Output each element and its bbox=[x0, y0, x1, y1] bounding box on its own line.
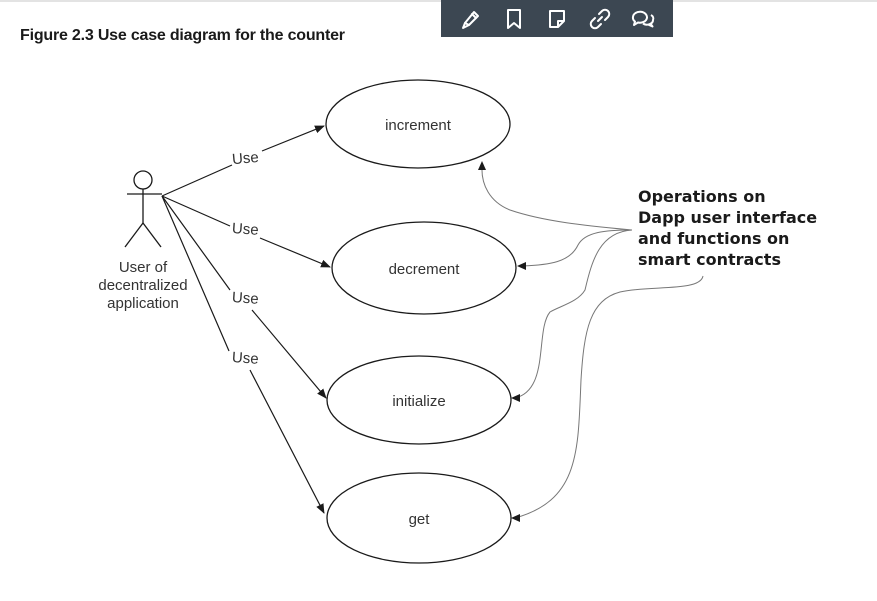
use-case-decrement-label: decrement bbox=[389, 261, 461, 278]
link-button[interactable] bbox=[585, 4, 615, 34]
note-icon bbox=[548, 9, 565, 28]
use-case-decrement: decrement bbox=[331, 221, 517, 315]
use-case-decrement-shape bbox=[331, 221, 517, 315]
highlighter-icon bbox=[461, 10, 479, 29]
association-label-increment: Use bbox=[231, 149, 259, 168]
use-case-get: get bbox=[326, 472, 512, 564]
use-case-initialize-shape bbox=[326, 355, 512, 445]
callout-curve-get bbox=[514, 275, 704, 519]
annotation-note: Operations on Dapp user interface and fu… bbox=[638, 187, 817, 269]
note-button[interactable] bbox=[542, 4, 572, 34]
bookmark-icon bbox=[506, 8, 521, 29]
callout-arrow-get bbox=[511, 514, 520, 522]
note-line-2: Dapp user interface bbox=[638, 208, 817, 227]
use-case-increment-shape bbox=[325, 79, 511, 169]
association-get bbox=[161, 195, 324, 513]
actor-label-line-1: User of bbox=[119, 259, 168, 276]
actor-label-line-3: application bbox=[107, 295, 179, 312]
top-divider bbox=[0, 0, 877, 2]
association-initialize bbox=[161, 195, 326, 398]
association-decrement bbox=[161, 195, 330, 267]
discussion-button[interactable] bbox=[628, 4, 658, 34]
actor-left-leg bbox=[124, 222, 144, 248]
use-case-initialize-label: initialize bbox=[392, 393, 445, 410]
note-line-3: and functions on bbox=[638, 229, 789, 248]
callout-arrow-increment bbox=[478, 161, 486, 170]
association-label-initialize: Use bbox=[231, 289, 259, 308]
actor-label-line-2: decentralized bbox=[98, 277, 187, 294]
discussion-icon bbox=[632, 10, 655, 27]
association-label-decrement: Use bbox=[231, 220, 259, 239]
note-line-1: Operations on bbox=[638, 187, 766, 206]
callout-curve-initialize bbox=[514, 229, 633, 399]
highlighter-button[interactable] bbox=[456, 4, 486, 34]
actor-head bbox=[133, 170, 153, 190]
figure-title: Figure 2.3 Use case diagram for the coun… bbox=[20, 27, 345, 44]
bookmark-button[interactable] bbox=[499, 4, 529, 34]
actor-right-leg bbox=[142, 222, 162, 248]
callout-arrow-decrement bbox=[517, 262, 526, 270]
callout-curve-decrement bbox=[521, 229, 633, 267]
use-case-increment-label: increment bbox=[385, 117, 452, 134]
use-case-get-label: get bbox=[409, 511, 431, 528]
association-increment bbox=[161, 126, 324, 197]
association-label-get: Use bbox=[231, 349, 259, 368]
link-icon bbox=[589, 8, 611, 29]
use-case-increment: increment bbox=[325, 79, 511, 169]
callout-arrow-initialize bbox=[511, 394, 520, 402]
use-case-initialize: initialize bbox=[326, 355, 512, 445]
actor-figure bbox=[124, 170, 162, 248]
annotation-toolbar bbox=[441, 0, 673, 37]
callout-curve-increment bbox=[481, 165, 633, 231]
note-line-4: smart contracts bbox=[638, 250, 781, 269]
